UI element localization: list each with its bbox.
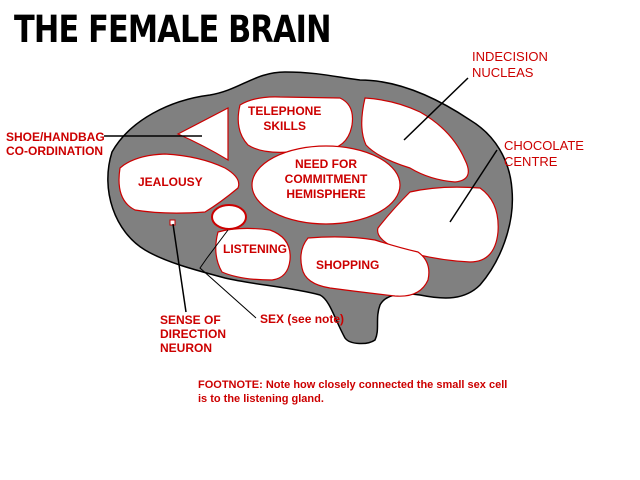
shopping-label: SHOPPING bbox=[316, 258, 380, 272]
indecision-nucleas-label: INDECISION NUCLEAS bbox=[472, 49, 548, 80]
chocolate-centre-label: CHOCOLATE CENTRE bbox=[504, 138, 584, 169]
shoe-handbag-label: SHOE/HANDBAG CO-ORDINATION bbox=[6, 130, 105, 158]
sex-callout-line bbox=[199, 229, 257, 319]
region-chocolate-centre bbox=[377, 186, 499, 263]
region-indecision-nucleas bbox=[361, 97, 469, 183]
commitment-hemisphere-label: NEED FOR COMMITMENT HEMISPHERE bbox=[284, 157, 368, 201]
listening-label: LISTENING bbox=[223, 242, 288, 256]
jealousy-label: JEALOUSY bbox=[138, 175, 203, 189]
direction-callout-line bbox=[172, 223, 187, 313]
chocolate-callout-line bbox=[449, 149, 498, 223]
region-shoe-handbag bbox=[176, 107, 229, 162]
region-listening bbox=[215, 227, 291, 281]
telephone-skills-label: TELEPHONE SKILLS bbox=[248, 104, 322, 133]
direction-neuron-label: SENSE OF DIRECTION NEURON bbox=[160, 313, 226, 355]
footnote: FOOTNOTE: Note how closely connected the… bbox=[198, 379, 508, 405]
sex-note-label: SEX (see note) bbox=[260, 312, 345, 326]
indecision-callout-line bbox=[403, 77, 469, 141]
region-jealousy bbox=[118, 153, 240, 214]
region-commitment-hemisphere bbox=[251, 145, 401, 225]
region-telephone-skills bbox=[237, 96, 354, 153]
page-title: THE FEMALE BRAIN bbox=[14, 8, 331, 51]
region-shopping bbox=[300, 236, 430, 297]
sex-cell bbox=[211, 204, 247, 230]
